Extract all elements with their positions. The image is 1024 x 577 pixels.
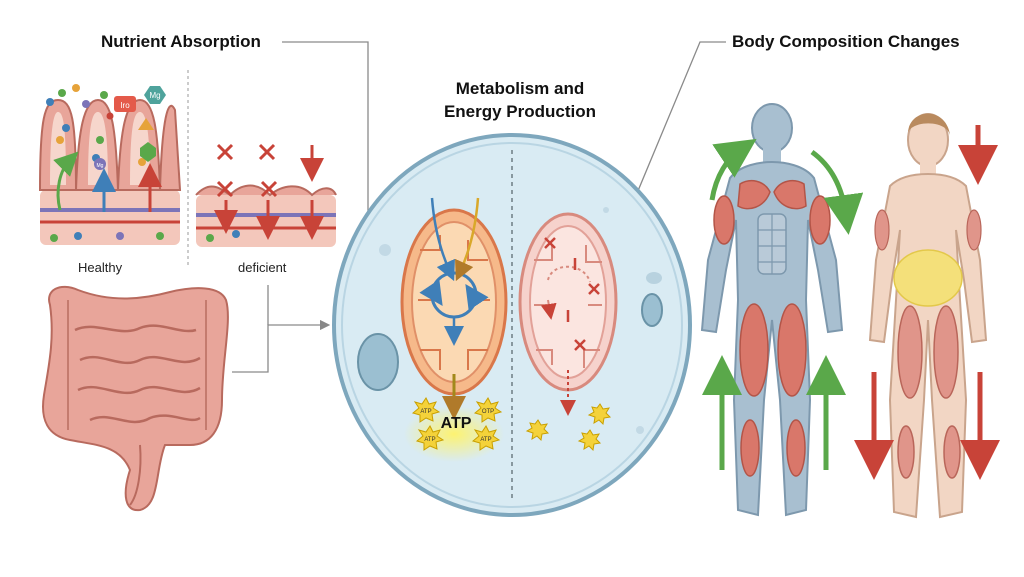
- body-composition-title: Body Composition Changes: [732, 32, 960, 51]
- body-leader-line: [629, 41, 726, 211]
- intestine-illustration: [42, 285, 229, 512]
- atp-star-1: ATP: [411, 397, 441, 423]
- iron-badge: [114, 96, 136, 112]
- growth-arrow-right: [810, 149, 864, 235]
- atp-star-4: ATP: [471, 425, 501, 451]
- atp-main-label: ATP: [441, 415, 472, 432]
- mg-small-badge: [94, 158, 106, 170]
- metabolism-title-line2: Energy Production: [443, 102, 597, 121]
- healthy-villi-illustration: Iro Mg Mg: [38, 84, 182, 245]
- healthy-mitochondrion: [400, 197, 508, 420]
- svg-text:Mg: Mg: [97, 163, 104, 169]
- deficient-villi-illustration: [195, 143, 337, 247]
- deficient-label: deficient: [238, 260, 287, 275]
- deficient-body-figure: [854, 113, 1000, 519]
- svg-text:ATP: ATP: [480, 437, 491, 443]
- atp-star-3: ATP: [415, 425, 445, 451]
- svg-text:ATP: ATP: [424, 437, 435, 443]
- svg-text:ATP: ATP: [420, 409, 431, 415]
- svg-text:OTP: OTP: [482, 409, 494, 415]
- svg-text:Mg: Mg: [149, 91, 160, 100]
- nutrient-absorption-title: Nutrient Absorption: [101, 32, 261, 51]
- deficient-mitochondrion: [518, 212, 618, 452]
- metabolism-title-line1: Metabolism and: [455, 79, 585, 98]
- growth-arrow-up-left: [709, 138, 757, 201]
- cell-illustration: [332, 133, 692, 517]
- svg-text:Iro: Iro: [120, 101, 130, 110]
- muscular-body-figure: [700, 103, 864, 517]
- atp-star-2: OTP: [473, 397, 503, 423]
- intestine-to-cell-arrow: [232, 319, 331, 373]
- healthy-label: Healthy: [78, 260, 123, 275]
- atp-production: ATP ATP OTP ATP ATP: [411, 397, 503, 451]
- magnesium-badge: [144, 86, 166, 104]
